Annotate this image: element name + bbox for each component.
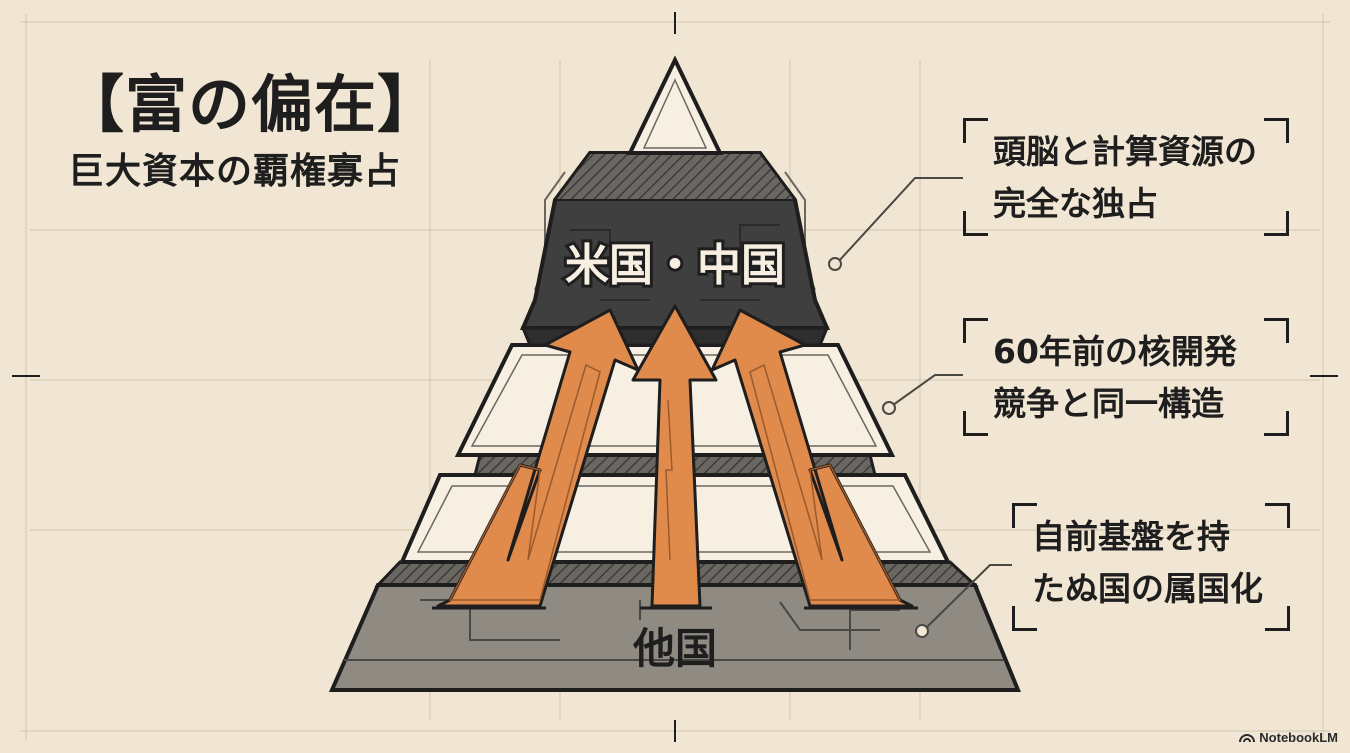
upward-arrows <box>432 304 918 610</box>
leader-lines <box>828 177 1012 638</box>
callout-middle-line-2: 競争と同一構造 <box>993 384 1224 423</box>
watermark-text: NotebookLM <box>1259 730 1338 745</box>
arrow-right <box>710 308 918 610</box>
pyramid-apex <box>626 55 724 155</box>
page-subtitle: 巨大資本の覇権寡占 <box>68 151 402 192</box>
callout-top-line-2: 完全な独占 <box>993 184 1158 223</box>
callout-top: 頭脳と計算資源の 完全な独占 <box>963 118 1289 236</box>
page-title: 【富の偏在】 <box>62 68 441 141</box>
notebooklm-logo-icon <box>1239 733 1256 742</box>
callout-middle-line-1: 60年前の核開発 <box>993 332 1237 371</box>
frame-ticks <box>12 12 1338 742</box>
arrow-left <box>432 308 640 610</box>
callout-bottom-line-2: たぬ国の属国化 <box>1032 569 1263 608</box>
notebooklm-watermark: NotebookLM <box>1239 730 1338 745</box>
arrow-center <box>631 304 718 610</box>
callout-bottom: 自前基盤を持 たぬ国の属国化 <box>1012 503 1290 631</box>
top-tier-label: 米国・中国 <box>565 240 785 291</box>
callout-top-line-1: 頭脳と計算資源の <box>993 132 1257 171</box>
base-tier-label: 他国 <box>632 624 717 673</box>
callout-middle: 60年前の核開発 競争と同一構造 <box>963 318 1289 436</box>
callout-bottom-line-1: 自前基盤を持 <box>1032 517 1230 556</box>
